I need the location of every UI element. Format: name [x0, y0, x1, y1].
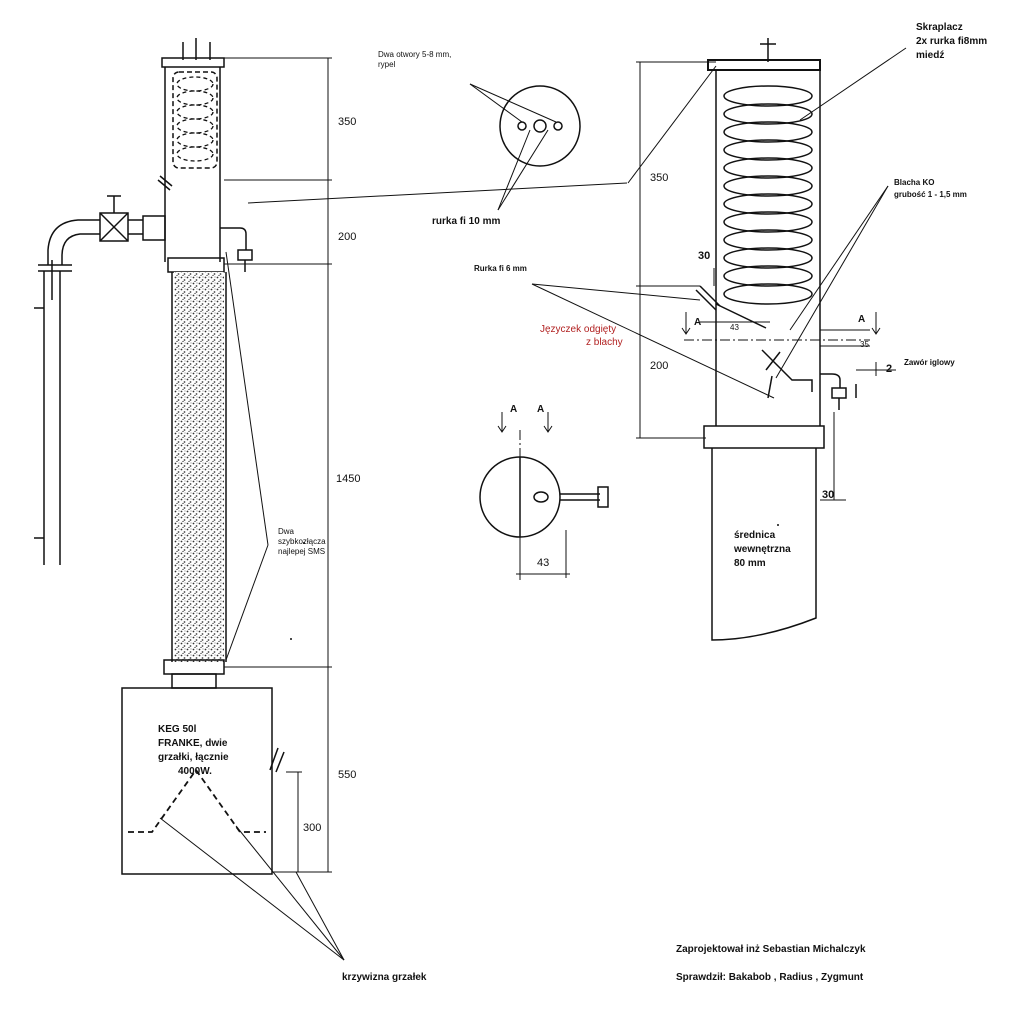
leader-lines-right — [531, 47, 907, 399]
head-tongue-edge — [159, 175, 173, 187]
leader-lines-left — [159, 182, 628, 961]
dim-2: 2 — [886, 363, 893, 375]
tube-10-label: rurka fi 10 mm — [432, 216, 501, 227]
dim-35: 35 — [860, 340, 869, 349]
tongue-label-line1: Języczek odgięty — [540, 324, 617, 335]
column-head — [161, 38, 225, 262]
tongue-label-line2: z blachy — [586, 337, 623, 348]
keg-label-line3: grzałki, łącznie — [158, 752, 229, 763]
dim-1450: 1450 — [336, 473, 361, 485]
section-aa-arrows — [497, 412, 553, 433]
dim-200-left: 200 — [338, 231, 357, 243]
sheet-label-line2: grubość 1 - 1,5 mm — [894, 190, 967, 199]
section-mark-a-left: A — [694, 317, 702, 328]
head-coil-icon — [176, 76, 214, 162]
designer-credit: Zaprojektował inż Sebastian Michalczyk — [676, 944, 866, 955]
head-tongue — [157, 179, 171, 191]
head-outlet-tap-icon — [220, 227, 253, 272]
dim-200-right: 200 — [650, 360, 669, 372]
keg-label-line4: 4000W. — [178, 766, 212, 777]
lower-flange — [163, 659, 225, 675]
side-pipe — [34, 219, 100, 565]
keg-vent-edge — [275, 751, 285, 773]
condenser-lower-tube — [711, 448, 817, 641]
inner-diameter-line3: 80 mm — [734, 558, 766, 569]
keg-label-line1: KEG 50l — [158, 724, 197, 735]
quick-coupling-line3: najlepej SMS — [278, 547, 326, 556]
dim-550: 550 — [338, 769, 357, 781]
dim-350-left: 350 — [338, 116, 357, 128]
dim-43-top: 43 — [730, 323, 739, 332]
section-mark-a-right: A — [858, 314, 866, 325]
holes-label-line2: rypel — [378, 60, 396, 69]
condenser-label-line3: miedź — [916, 50, 945, 61]
dimension-line-left — [224, 57, 332, 873]
quick-coupling-line1: Dwa — [278, 527, 295, 536]
condenser-label-line1: Skraplacz — [916, 22, 963, 33]
quick-coupling-line2: szybkozłącza — [278, 537, 326, 546]
keg — [121, 687, 273, 875]
holes-leader-lines — [469, 83, 557, 211]
section-aa-label-right: A — [537, 404, 545, 415]
dim-350-right: 350 — [650, 172, 669, 184]
sheet-label-line1: Blacha KO — [894, 178, 935, 187]
condenser-label-line2: 2x rurka fi8mm — [916, 36, 988, 47]
keg-vent — [269, 747, 279, 771]
section-aa-label-left: A — [510, 404, 518, 415]
dim-30-bottom: 30 — [822, 489, 835, 501]
stray-marks — [290, 524, 779, 640]
heater-curve-label: krzywizna grzałek — [342, 972, 427, 983]
condenser-flange — [703, 425, 825, 449]
tongue-plates — [695, 285, 813, 399]
dimension-line-right — [636, 61, 896, 501]
side-valve-icon — [99, 195, 166, 242]
section-line-aa — [681, 312, 881, 341]
inner-diameter-line1: średnica — [734, 530, 776, 541]
holes-detail-circle — [499, 85, 581, 167]
needle-valve-icon — [820, 373, 857, 410]
upper-flange — [167, 257, 225, 273]
packed-column — [171, 272, 227, 662]
checked-by-credit: Sprawdził: Bakabob , Radius , Zygmunt — [676, 972, 864, 983]
dim-43-section: 43 — [537, 557, 550, 569]
heater-curve-icon — [128, 768, 266, 833]
condenser-coil-icon — [723, 85, 813, 305]
section-aa-dimension — [516, 530, 570, 578]
needle-valve-label: Zawór iglowy — [904, 358, 955, 367]
dim-300: 300 — [303, 822, 322, 834]
dim-30-top: 30 — [698, 250, 711, 262]
inner-diameter-line2: wewnętrzna — [734, 544, 791, 555]
keg-neck — [171, 673, 217, 689]
keg-label-line2: FRANKE, dwie — [158, 738, 228, 749]
holes-label-line1: Dwa otwory 5-8 mm, — [378, 50, 452, 59]
tube-6-label: Rurka fi 6 mm — [474, 264, 527, 273]
condenser-top — [707, 38, 821, 71]
